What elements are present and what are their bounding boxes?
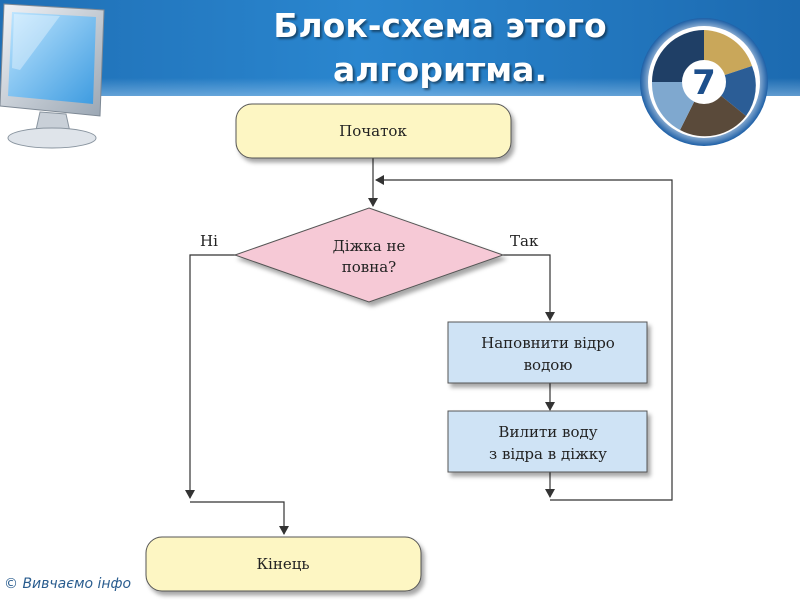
footer-copyright: © Вивчаємо інфо	[4, 576, 132, 592]
process-fill-bucket-line1: Наповнити відро	[481, 334, 615, 352]
connector-to-end	[190, 501, 289, 535]
process-pour-water-line2: з відра в діжку	[489, 445, 607, 463]
process-pour-water: Вилити воду з відра в діжку	[447, 410, 648, 473]
end-label: Кінець	[256, 555, 309, 573]
decision-label-line1: Діжка не	[333, 237, 406, 255]
computer-monitor-icon	[0, 3, 105, 149]
start-label: Початок	[339, 122, 407, 140]
process-pour-water-line1: Вилити воду	[498, 423, 597, 441]
process-fill-bucket-line2: водою	[524, 356, 573, 374]
connector-loop-back	[375, 175, 673, 501]
slide-title-line2: алгоритма.	[332, 50, 547, 89]
decision-diamond: Діжка не повна?	[233, 207, 505, 303]
start-terminal: Початок	[235, 103, 512, 159]
yes-branch-label: Так	[510, 232, 539, 250]
slide-title-line1: Блок-схема этого	[273, 6, 607, 45]
badge-number: 7	[692, 63, 716, 103]
process-fill-bucket: Наповнити відро водою	[447, 321, 648, 384]
decision-label-line2: повна?	[342, 258, 396, 276]
connector-no-branch	[185, 254, 236, 499]
connector-yes-to-action1	[503, 254, 555, 321]
book-logo-icon: 7	[640, 18, 768, 146]
no-branch-label: Ні	[200, 232, 218, 250]
end-terminal: Кінець	[145, 536, 422, 592]
slide-title: Блок-схема этого алгоритма.	[170, 4, 710, 92]
